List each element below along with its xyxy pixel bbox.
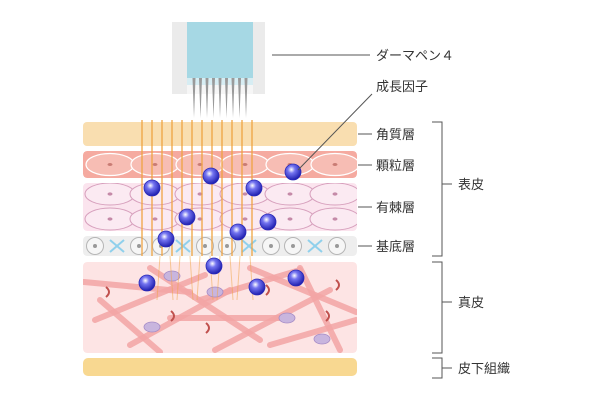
cell-nucleus [335, 244, 339, 248]
cell-nucleus [242, 217, 248, 221]
leader-lines [272, 54, 452, 379]
melanocyte [307, 239, 323, 253]
fiber-joint [325, 310, 330, 322]
stratum-basale-layer [83, 236, 357, 256]
growth-factor-particles [138, 163, 305, 296]
micro-channel [169, 255, 174, 301]
epidermis-label: 表皮 [458, 178, 484, 193]
stratum-corneum-layer [83, 122, 357, 146]
fibroblast [143, 321, 161, 333]
needle [238, 78, 241, 118]
collagen-fiber [97, 297, 163, 353]
growth-factor-particle [202, 167, 220, 185]
growth-factor-particle [178, 208, 196, 226]
stratum-corneum-label: 角質層 [376, 128, 415, 143]
micro-channel [176, 255, 181, 301]
cell-nucleus [332, 163, 338, 166]
needle [199, 78, 202, 118]
cell-nucleus [107, 163, 113, 166]
fibroblast [278, 312, 296, 324]
micro-channel [236, 255, 241, 301]
micro-channels [141, 120, 254, 301]
fiber-joint [265, 284, 270, 296]
needle [192, 78, 196, 118]
collagen-fiber [267, 317, 357, 348]
growth-factor-particle [284, 163, 302, 181]
micro-channel [189, 255, 194, 301]
growth-factor-particle [157, 230, 175, 248]
cell-nucleus [242, 163, 248, 166]
fiber-joint [205, 322, 210, 334]
growth-factor-particle [229, 223, 247, 241]
collagen-fibers [83, 265, 357, 353]
stratum-basale-label: 基底層 [376, 239, 415, 255]
growth-factor-particle [205, 257, 223, 275]
melanocyte [109, 239, 125, 253]
growth-factor-particle [259, 213, 277, 231]
dermis-label: 真皮 [458, 296, 484, 311]
stratum-spinosum-label: 有棘層 [376, 201, 415, 216]
micro-channel [229, 255, 234, 301]
cell-nucleus [152, 217, 158, 221]
cell-nucleus [93, 244, 97, 248]
dermapen-label: ダーマペン４ [376, 49, 454, 64]
growth-factor-particle [138, 274, 156, 292]
growth-factor-particle [248, 278, 266, 296]
needle [218, 78, 222, 118]
needle-group [192, 78, 248, 118]
cell-nucleus [332, 217, 338, 221]
cell-nucleus [332, 192, 338, 196]
growth-factor-particle [245, 179, 263, 197]
fiber-joint [170, 310, 175, 322]
needle [231, 78, 235, 118]
subcutaneous-label: 皮下組織 [458, 362, 510, 377]
stratum-granulosum-layer [83, 151, 357, 178]
fiber-joint [105, 286, 110, 298]
collagen-fiber [247, 265, 357, 315]
dermapen-device [172, 22, 265, 118]
dermis-layer [83, 262, 357, 353]
melanocyte [175, 239, 191, 253]
cell-nucleus [291, 244, 295, 248]
stratum-granulosum-label: 顆粒層 [376, 159, 415, 174]
growth-factor-particle [143, 179, 161, 197]
cell-nucleus [107, 192, 113, 196]
fiber-joint [335, 279, 340, 291]
fibroblast [313, 333, 331, 345]
cell-nucleus [107, 217, 113, 221]
cell-nucleus [225, 244, 229, 248]
micro-channel [196, 255, 201, 301]
needle [225, 78, 228, 118]
cell-nucleus [269, 244, 273, 248]
cell-nucleus [287, 192, 293, 196]
cell-nucleus [203, 244, 207, 248]
subcutaneous-layer [83, 358, 357, 376]
collagen-fiber [297, 265, 343, 353]
cell-nucleus [287, 217, 293, 221]
needle [244, 78, 248, 118]
fibroblast [206, 286, 224, 298]
pen-body [187, 22, 253, 85]
micro-channel [156, 255, 161, 301]
needle [205, 78, 209, 118]
growth-factor-label: 成長因子 [376, 80, 428, 95]
cell-nucleus [137, 244, 141, 248]
cell-nucleus [152, 163, 158, 166]
melanocyte [241, 239, 257, 253]
cell-nucleus [242, 192, 248, 196]
growth-factor-particle [287, 269, 305, 287]
needle [212, 78, 215, 118]
